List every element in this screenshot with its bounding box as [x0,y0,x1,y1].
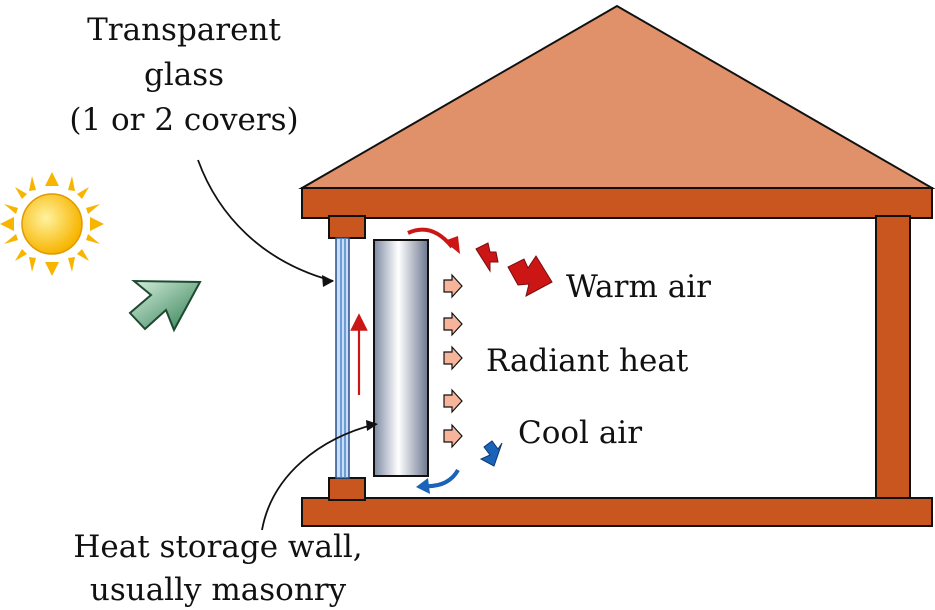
roof [298,4,935,189]
label-heat-storage-wall-2: usually masonry [90,572,347,608]
right-wall [875,215,911,501]
cool-air-arrow [479,440,503,467]
label-heat-storage-wall-1: Heat storage wall, [73,529,362,565]
warm-air-arrow-large [507,255,553,297]
glazing-top-block [328,215,366,239]
label-transparent-glass-3: (1 or 2 covers) [69,102,298,138]
glazing-bottom-block [328,477,366,501]
sunlight-arrow-icon [128,279,202,333]
radiant-arrow [443,345,463,371]
sun-icon [0,172,104,276]
wall-leader-line [261,423,377,531]
warm-air-curve-head [444,236,460,254]
radiant-arrow [443,311,463,337]
heat-storage-wall [373,239,429,477]
label-warm-air: Warm air [566,269,711,305]
ceiling-slab [301,187,933,219]
label-transparent-glass-1: Transparent [87,12,281,48]
cool-air-curve-head [416,478,430,494]
radiant-arrow [443,273,463,299]
warm-air-arrow-small [475,242,499,273]
radiant-arrow [443,423,463,449]
radiant-arrow [443,388,463,414]
floor-slab [301,497,933,527]
wall-leader-head [366,420,378,431]
label-cool-air: Cool air [518,415,642,451]
label-radiant-heat: Radiant heat [486,343,689,379]
label-transparent-glass-2: glass [144,57,224,93]
radiant-heat-arrows [443,273,463,449]
glass-leader-head [322,275,334,287]
glass-leader-line [197,159,334,282]
transparent-glass [335,237,350,479]
